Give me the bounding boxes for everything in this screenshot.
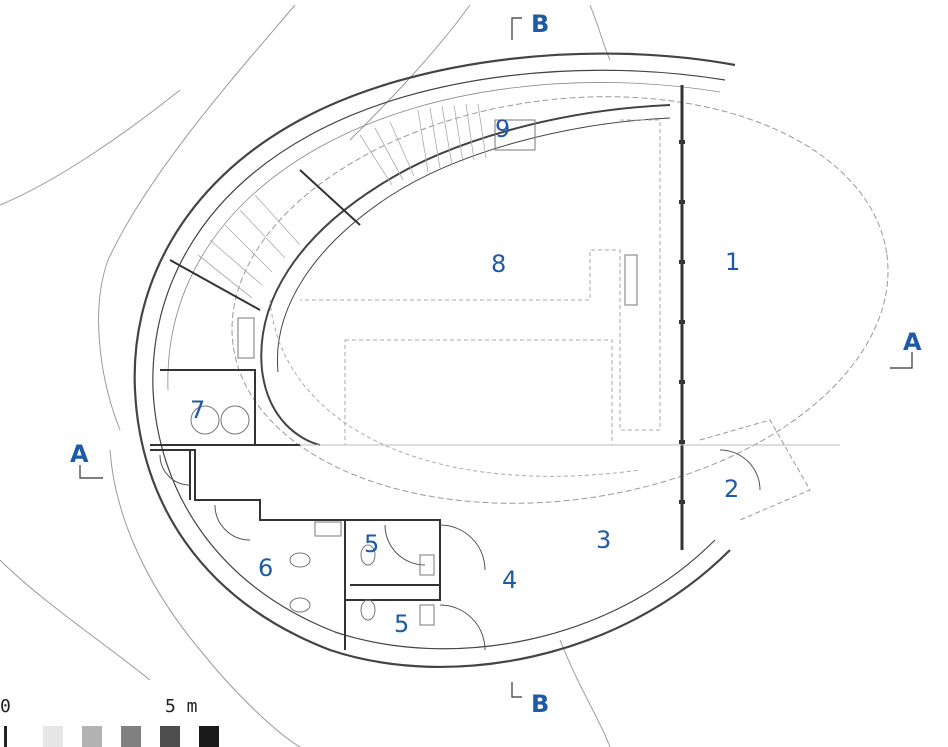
section-marker-a-left: A (70, 440, 89, 468)
section-markers (79, 17, 913, 698)
scale-segment (199, 726, 219, 747)
room-label-3: 3 (596, 526, 611, 554)
room-label-6: 6 (258, 554, 273, 582)
entry-canopy (699, 419, 811, 521)
room-label-4: 4 (502, 566, 517, 594)
site-curves (0, 4, 611, 747)
scale-segment (4, 726, 7, 747)
room-label-7: 7 (190, 396, 205, 424)
scale-start-label: 0 (0, 696, 11, 717)
stair-treads (197, 103, 487, 299)
room-label-9: 9 (495, 115, 510, 143)
service-walls (150, 169, 441, 650)
inner-curved-wall (260, 104, 671, 446)
section-marker-b-top: B (531, 10, 549, 38)
scale-bar: 0 5 m (0, 696, 219, 747)
fixtures (190, 119, 638, 626)
scale-segment (43, 726, 63, 747)
section-marker-a-right: A (903, 328, 922, 356)
outer-wall (133, 52, 736, 669)
interior-dashed-lines (269, 119, 661, 477)
scale-segment (121, 726, 141, 747)
room-labels: 1 2 3 4 5 5 6 7 8 9 (190, 115, 740, 638)
room-label-8: 8 (491, 250, 506, 278)
section-marker-b-bottom: B (531, 690, 549, 718)
door-swings (159, 449, 761, 651)
scale-segments (4, 726, 219, 747)
roof-outline-ellipse (231, 96, 889, 504)
room-label-2: 2 (724, 475, 739, 503)
room-label-5-upper: 5 (364, 530, 379, 558)
scale-segment (82, 726, 102, 747)
room-label-1: 1 (725, 248, 740, 276)
scale-segment (160, 726, 180, 747)
glazing-mullions (679, 140, 685, 504)
room-label-5-lower: 5 (394, 610, 409, 638)
scale-end-label: 5 m (165, 696, 198, 717)
